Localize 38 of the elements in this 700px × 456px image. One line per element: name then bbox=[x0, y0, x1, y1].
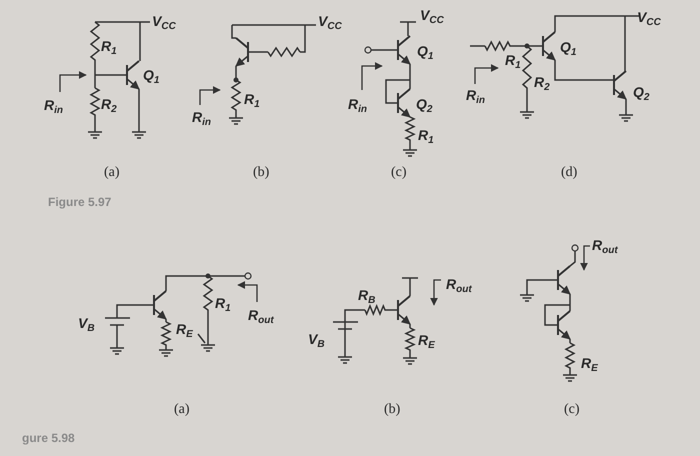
input-resistance-label: R$_{in}$ bbox=[348, 97, 368, 115]
voltage-source-label: V$_{B}$ bbox=[78, 316, 95, 334]
supply-label: V$_{CC}$ bbox=[637, 10, 661, 28]
subfigure-label: (b) bbox=[384, 403, 400, 417]
resistor-label: R$_{1}$ bbox=[101, 39, 117, 57]
figure-caption: Figure 5.97 bbox=[48, 196, 112, 208]
supply-label: V$_{CC}$ bbox=[318, 14, 342, 32]
resistor-label: R$_{1}$ bbox=[215, 296, 231, 314]
resistor-label: R$_{2}$ bbox=[101, 97, 117, 115]
input-resistance-label: R$_{in}$ bbox=[192, 110, 212, 128]
subfigure-label: (a) bbox=[174, 403, 190, 417]
output-resistance-label: R$_{out}$ bbox=[248, 308, 274, 326]
resistor-label: R$_{E}$ bbox=[581, 356, 598, 374]
figure-caption: gure 5.98 bbox=[22, 432, 75, 444]
transistor-label: Q$_{2}$ bbox=[416, 97, 432, 115]
voltage-source-label: V$_{B}$ bbox=[308, 332, 325, 350]
transistor-label: Q$_{1}$ bbox=[417, 44, 434, 62]
supply-label: V$_{CC}$ bbox=[152, 14, 176, 32]
transistor-label: Q$_{2}$ bbox=[633, 85, 650, 103]
subfigure-label: (c) bbox=[391, 166, 407, 180]
transistor-label: Q$_{1}$ bbox=[560, 40, 576, 58]
resistor-label: R$_{2}$ bbox=[534, 75, 550, 93]
resistor-label: R$_{E}$ bbox=[176, 322, 193, 340]
subfigure-label: (d) bbox=[561, 166, 578, 180]
subfigure-label: (a) bbox=[104, 166, 120, 180]
resistor-label: R$_{1}$ bbox=[418, 128, 434, 146]
subfigure-label: (c) bbox=[564, 403, 580, 417]
resistor-label: R$_{B}$ bbox=[358, 288, 376, 306]
subfigure-label: (b) bbox=[253, 166, 270, 180]
output-resistance-label: R$_{out}$ bbox=[592, 238, 618, 256]
output-resistance-label: R$_{out}$ bbox=[446, 277, 472, 295]
resistor-label: R$_{1}$ bbox=[505, 53, 521, 71]
resistor-label: R$_{E}$ bbox=[418, 333, 435, 351]
supply-label: V$_{CC}$ bbox=[420, 8, 444, 26]
input-resistance-label: R$_{in}$ bbox=[44, 98, 64, 116]
input-resistance-label: R$_{in}$ bbox=[466, 88, 486, 106]
resistor-label: R$_{1}$ bbox=[244, 92, 260, 110]
transistor-label: Q$_{1}$ bbox=[143, 68, 160, 86]
